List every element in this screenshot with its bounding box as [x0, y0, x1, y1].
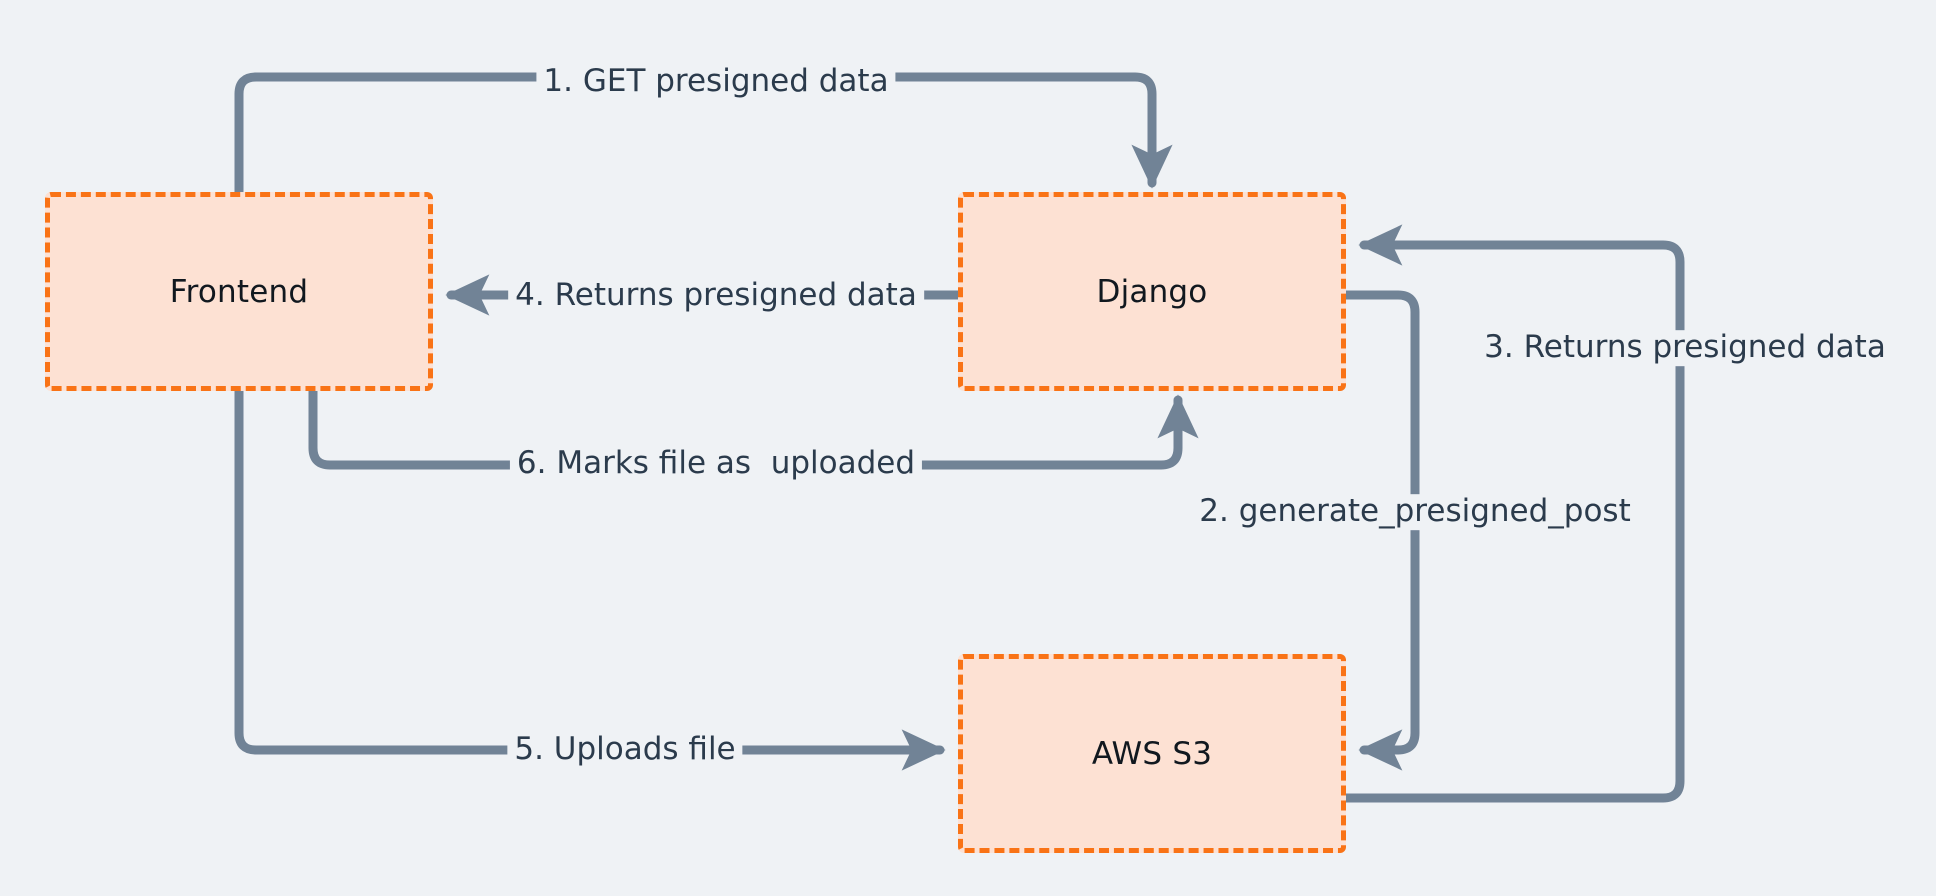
- edge-label-2: 2. generate_presigned_post: [1192, 494, 1638, 530]
- edge-5-path: [234, 386, 946, 771]
- edge-3-path: [1341, 224, 1685, 803]
- node-django[interactable]: Django: [958, 192, 1346, 391]
- node-frontend[interactable]: Frontend: [45, 192, 433, 391]
- node-frontend-label: Frontend: [169, 273, 309, 310]
- node-aws-s3-label: AWS S3: [1091, 735, 1213, 772]
- edge-label-4: 4. Returns presigned data: [508, 278, 924, 314]
- node-django-label: Django: [1096, 273, 1208, 310]
- edge-label-5: 5. Uploads file: [507, 732, 743, 768]
- edge-label-6: 6. Marks file as uploaded: [509, 446, 923, 482]
- edge-label-1: 1. GET presigned data: [536, 64, 896, 100]
- edge-label-3: 3. Returns presigned data: [1477, 330, 1893, 366]
- node-aws-s3[interactable]: AWS S3: [958, 654, 1346, 853]
